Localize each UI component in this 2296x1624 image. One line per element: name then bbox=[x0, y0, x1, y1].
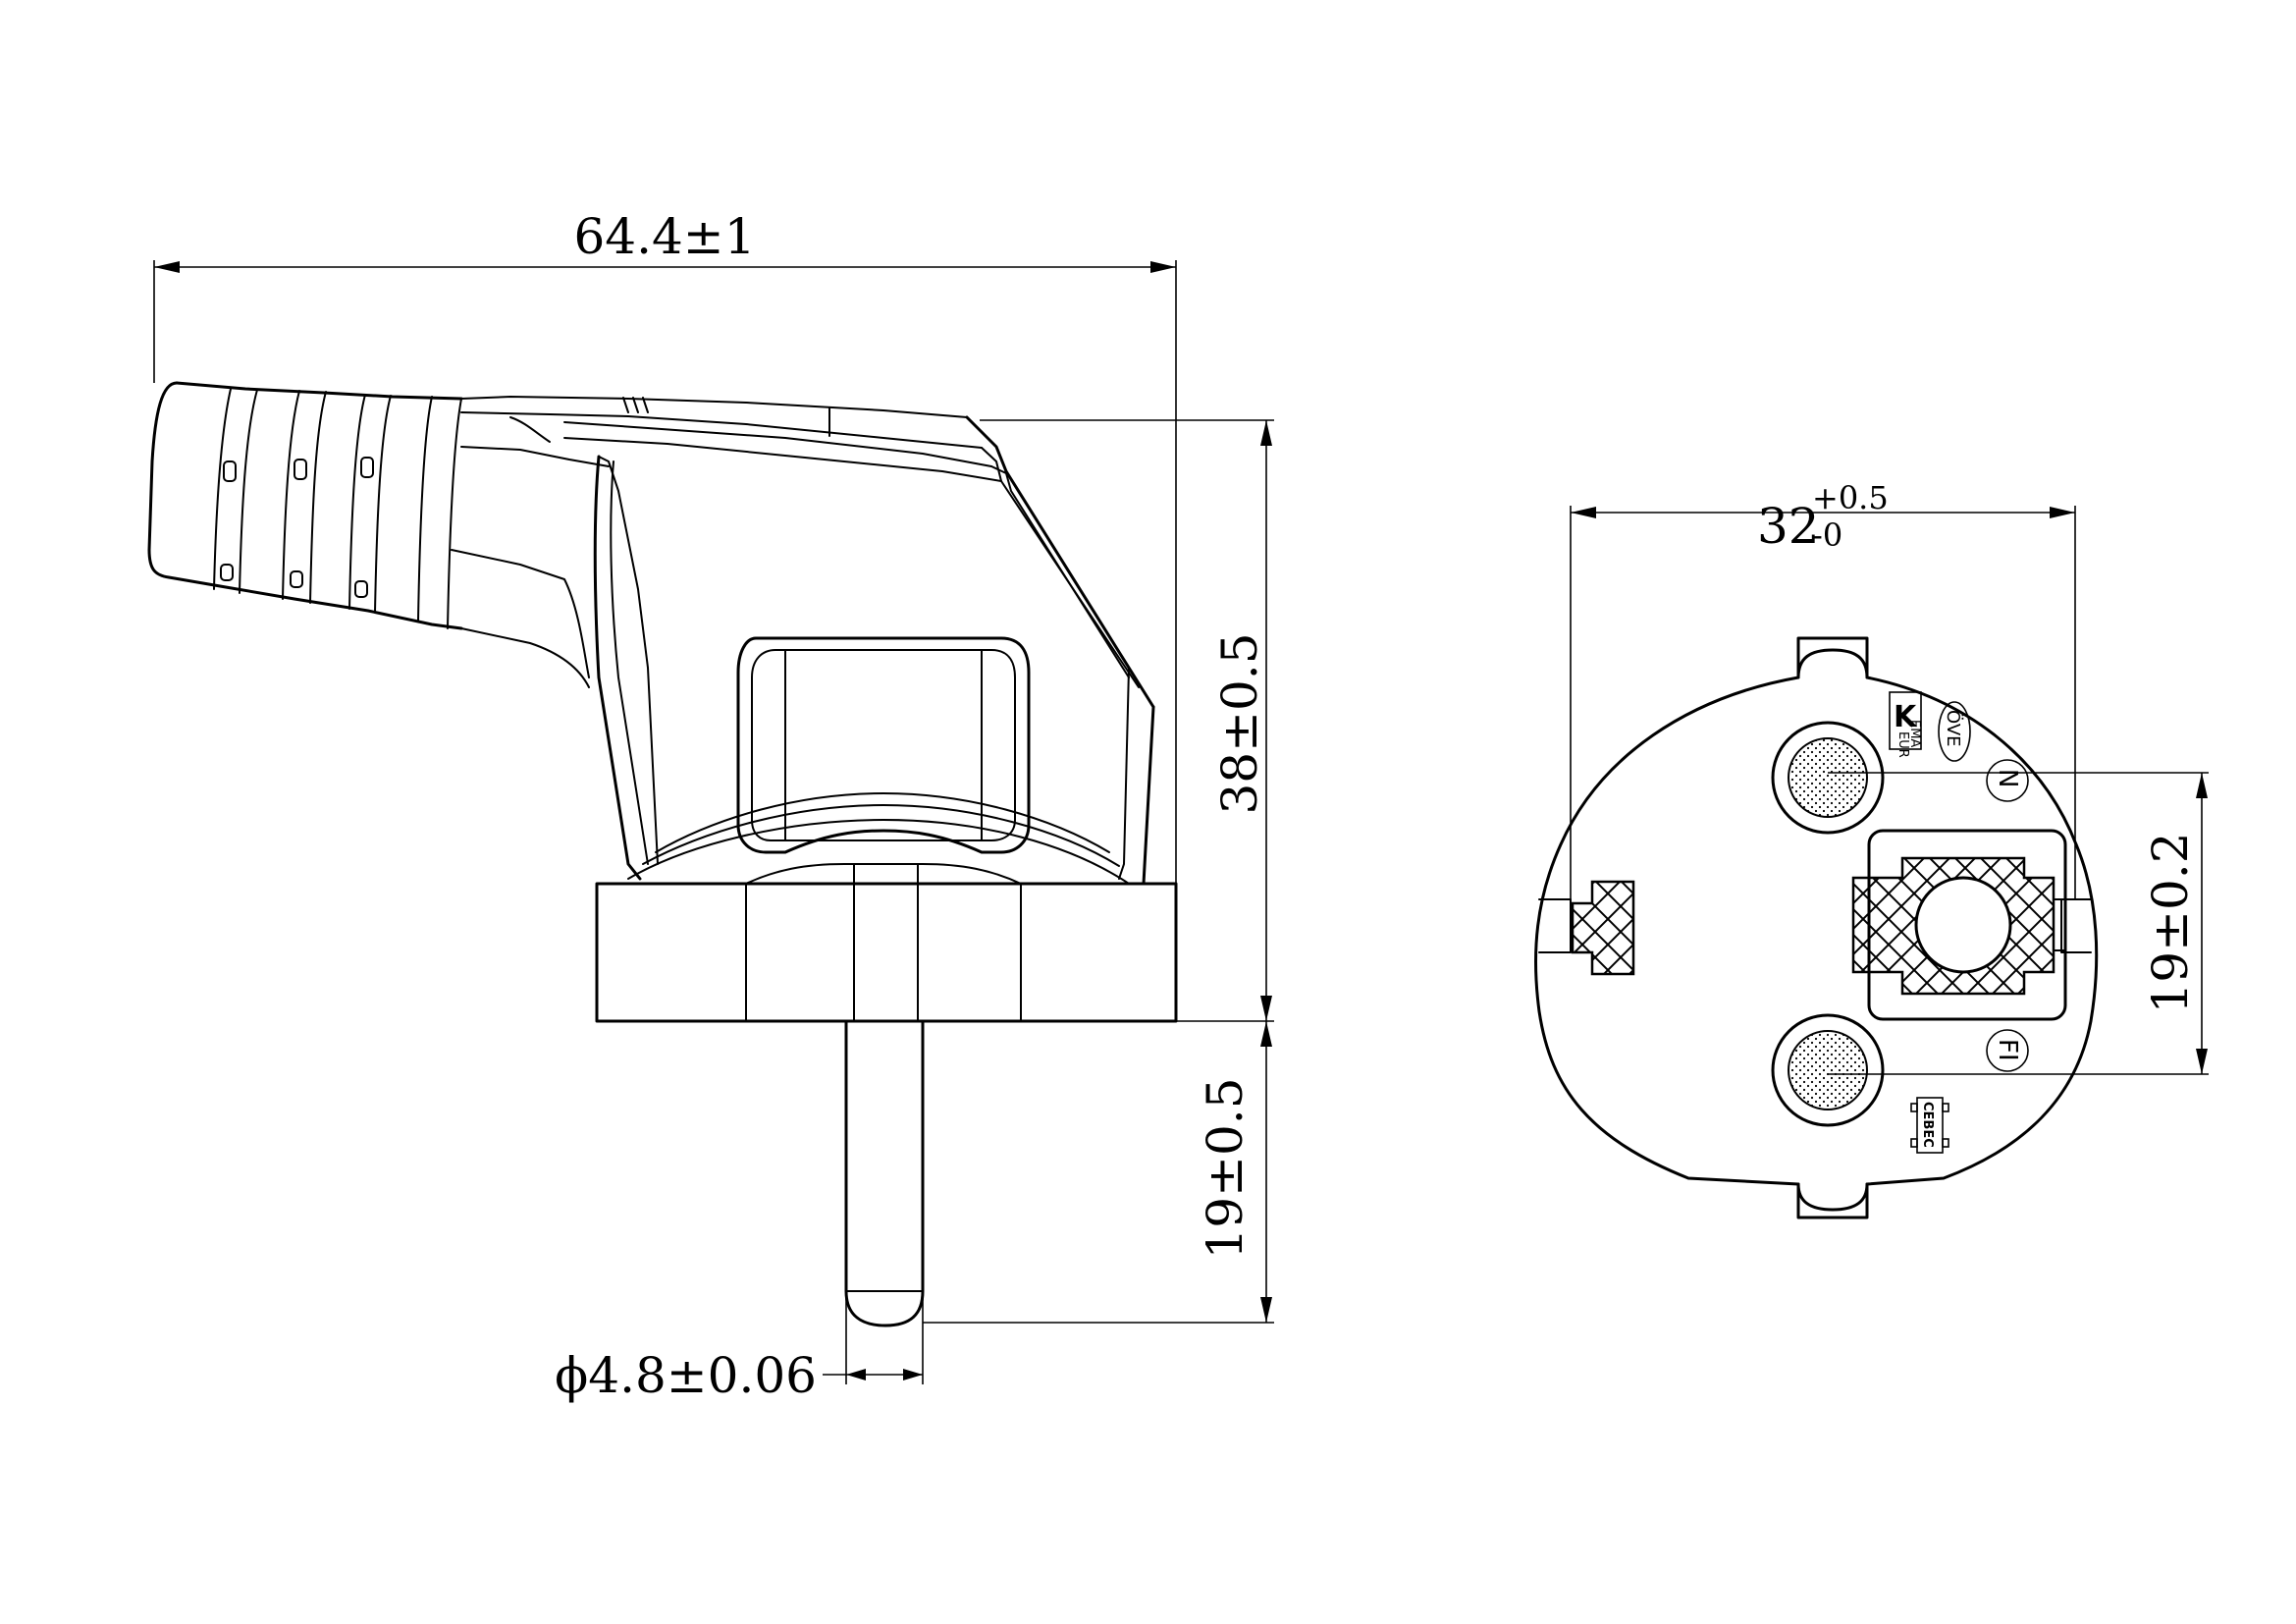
ove-mark: ÖVE bbox=[1938, 701, 1971, 762]
earth-clip-left bbox=[1571, 880, 1635, 976]
dim-pin-spacing: 19±0.2 bbox=[1828, 772, 2209, 1075]
plug-neck bbox=[451, 396, 1002, 688]
earth-contact-centre bbox=[1851, 829, 2067, 1021]
svg-text:ÖVE: ÖVE bbox=[1943, 710, 1964, 747]
side-pin bbox=[844, 1019, 925, 1327]
side-view: 64.4±1 38±0.5 19±0.5 ϕ4.8±0.06 bbox=[147, 208, 1274, 1404]
dim-body-height: 38±0.5 bbox=[980, 419, 1274, 1022]
plug-housing bbox=[593, 415, 1155, 886]
dim-face-diameter-upper-tol: +0.5 bbox=[1812, 479, 1889, 516]
socket-hole-l bbox=[1771, 1013, 1885, 1127]
svg-text:EUR: EUR bbox=[1896, 731, 1910, 758]
front-view: K EMA EUR ÖVE N FI CEBEC bbox=[1533, 479, 2209, 1219]
dim-body-height-label: 38±0.5 bbox=[1211, 632, 1268, 814]
socket-hole-n bbox=[1771, 721, 1885, 835]
n-mark: N bbox=[1986, 759, 2029, 802]
cable-strain-relief bbox=[147, 381, 463, 630]
svg-text:EMA: EMA bbox=[1907, 720, 1922, 747]
svg-text:K: K bbox=[1894, 700, 1918, 734]
dim-face-diameter-lower-tol: -0 bbox=[1812, 516, 1842, 554]
plug-face-outline bbox=[1533, 636, 2099, 1219]
kema-mark: K EMA EUR bbox=[1889, 691, 1922, 758]
dim-pin-spacing-label: 19±0.2 bbox=[2142, 832, 2199, 1013]
cebec-mark: CEBEC bbox=[1910, 1097, 1949, 1154]
dim-face-diameter: 32 +0.5 -0 bbox=[1570, 479, 2076, 899]
dim-face-diameter-label: 32 bbox=[1757, 498, 1820, 555]
dim-pin-length-label: 19±0.5 bbox=[1197, 1077, 1254, 1259]
fi-mark: FI bbox=[1986, 1029, 2029, 1072]
svg-text:FI: FI bbox=[1993, 1039, 2022, 1061]
dim-overall-length-label: 64.4±1 bbox=[573, 208, 755, 265]
svg-text:N: N bbox=[1993, 769, 2022, 787]
svg-text:CEBEC: CEBEC bbox=[1920, 1102, 1935, 1148]
plug-base bbox=[595, 863, 1178, 1023]
dim-pin-diameter: ϕ4.8±0.06 bbox=[555, 1296, 924, 1404]
dim-pin-diameter-label: ϕ4.8±0.06 bbox=[555, 1347, 817, 1404]
dim-pin-length: 19±0.5 bbox=[923, 1021, 1274, 1324]
dim-overall-length: 64.4±1 bbox=[153, 208, 1177, 1021]
